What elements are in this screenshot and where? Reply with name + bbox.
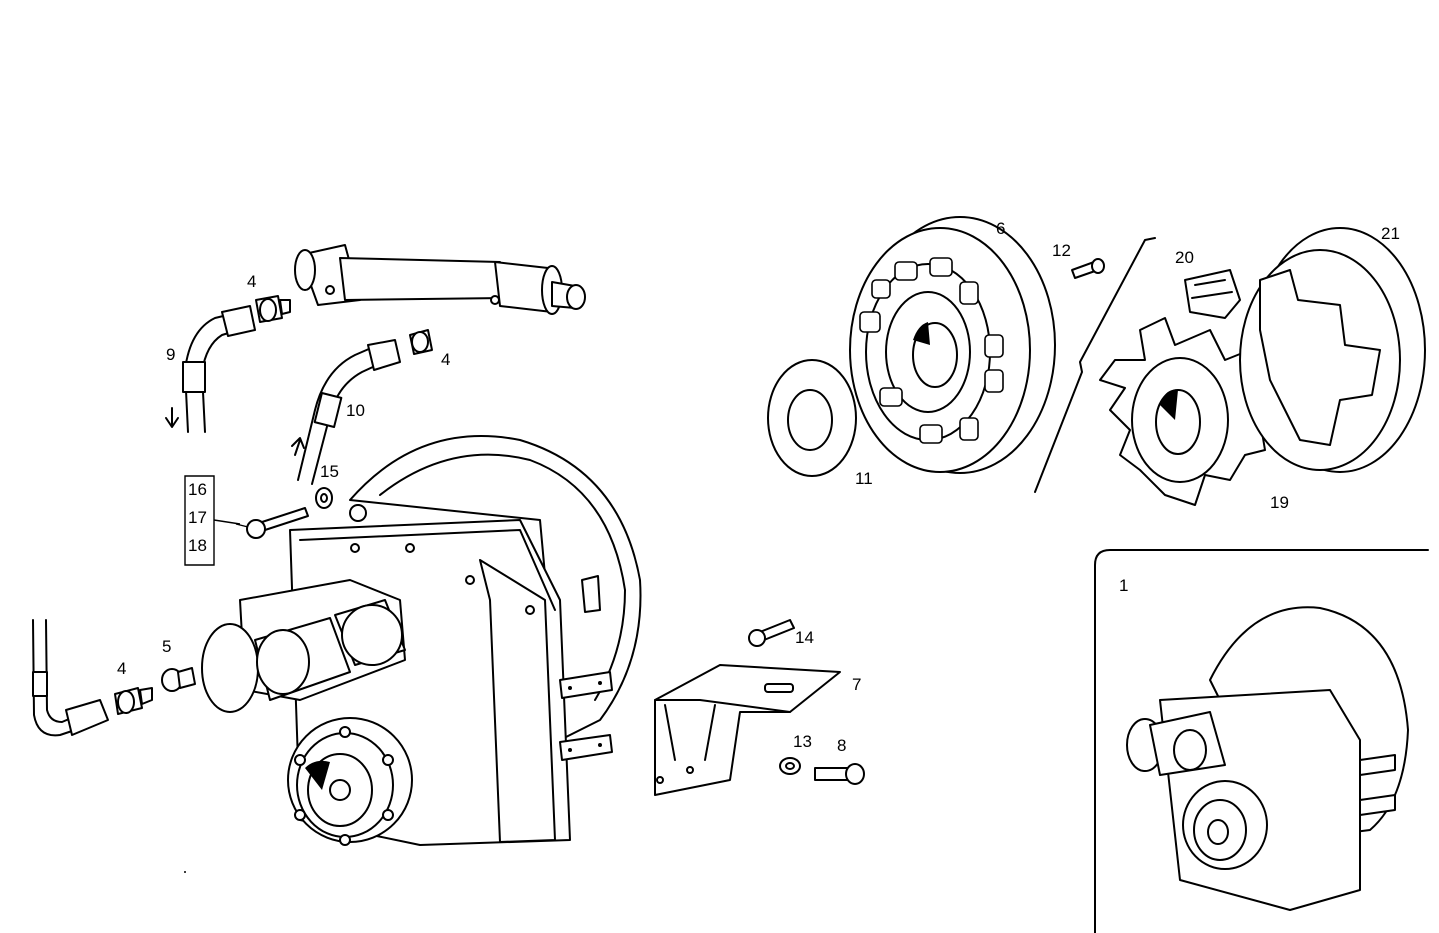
callout-13: 13 [793, 732, 812, 751]
callout-11: 11 [855, 469, 873, 488]
callout-19: 19 [1270, 493, 1289, 512]
callout-7: 7 [852, 675, 862, 694]
washer-15 [315, 487, 333, 509]
bolt-12 [1071, 258, 1105, 279]
hose-lower [32, 619, 109, 737]
element-20 [1184, 269, 1241, 319]
callout-1: 1 [1119, 576, 1129, 595]
callout-18: 18 [188, 536, 207, 555]
bolt-14 [748, 619, 795, 647]
callout-20: 20 [1175, 248, 1194, 267]
callout-5: 5 [162, 637, 172, 656]
dot-mark [184, 871, 186, 873]
callout-6: 6 [996, 219, 1006, 238]
callout-8: 8 [837, 736, 847, 755]
fitting-4-middle [409, 329, 433, 355]
bolt-16-17-18 [235, 507, 309, 539]
bracket-7 [654, 664, 841, 796]
separator-bracket [1034, 237, 1156, 493]
callout-16: 16 [188, 480, 207, 499]
washer-13 [779, 757, 801, 775]
callout-4-upper: 4 [247, 272, 257, 291]
callout-4-lower: 4 [117, 659, 127, 678]
assembled-inset [1094, 549, 1429, 933]
plug-5 [161, 667, 196, 692]
fitting-4-lower [114, 687, 153, 715]
callout-14: 14 [795, 628, 814, 647]
hub-19 [1099, 317, 1286, 506]
label-box-16-18 [184, 475, 241, 566]
callout-10: 10 [346, 401, 365, 420]
callout-12: 12 [1052, 241, 1071, 260]
fitting-4-upper [255, 295, 291, 323]
housing-21 [1239, 227, 1426, 473]
callout-17: 17 [188, 508, 207, 527]
callout-15: 15 [320, 462, 339, 481]
coupling-6 [849, 216, 1056, 474]
callout-21: 21 [1381, 224, 1400, 243]
bolt-8 [814, 763, 865, 785]
disc-11 [767, 359, 857, 477]
cardan-shaft [294, 244, 586, 315]
callout-9: 9 [166, 345, 176, 364]
hose-10 [291, 339, 401, 485]
callout-4-middle: 4 [441, 350, 451, 369]
gearbox-assembly [201, 435, 642, 846]
hose-9 [165, 305, 256, 433]
